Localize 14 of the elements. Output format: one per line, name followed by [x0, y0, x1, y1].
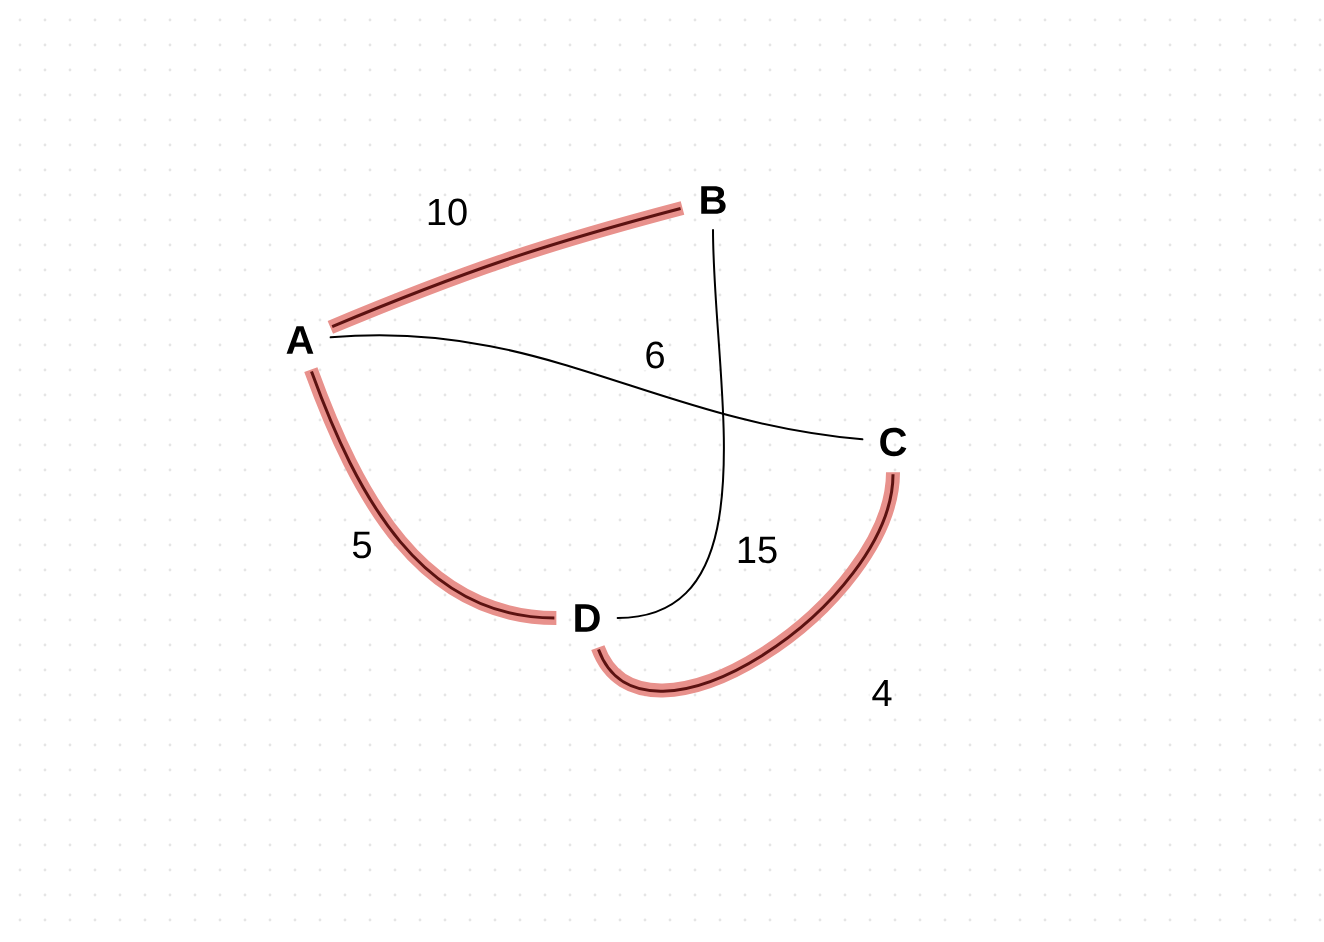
vertex-label: D — [575, 604, 600, 632]
weight-label: 10 — [423, 196, 471, 228]
weight-label: 6 — [642, 339, 668, 371]
weight-label: 15 — [733, 534, 781, 566]
graph-edge — [591, 471, 900, 698]
vertex-label: A — [286, 326, 314, 354]
graph-edge — [616, 228, 725, 619]
weight-label: 4 — [869, 677, 895, 709]
vertex-label: C — [880, 427, 907, 457]
vertex-label: B — [701, 186, 726, 214]
graph-edge — [327, 201, 685, 334]
weight-label: 5 — [349, 529, 375, 561]
graph-edge — [304, 367, 557, 625]
graph-edge — [329, 334, 864, 441]
